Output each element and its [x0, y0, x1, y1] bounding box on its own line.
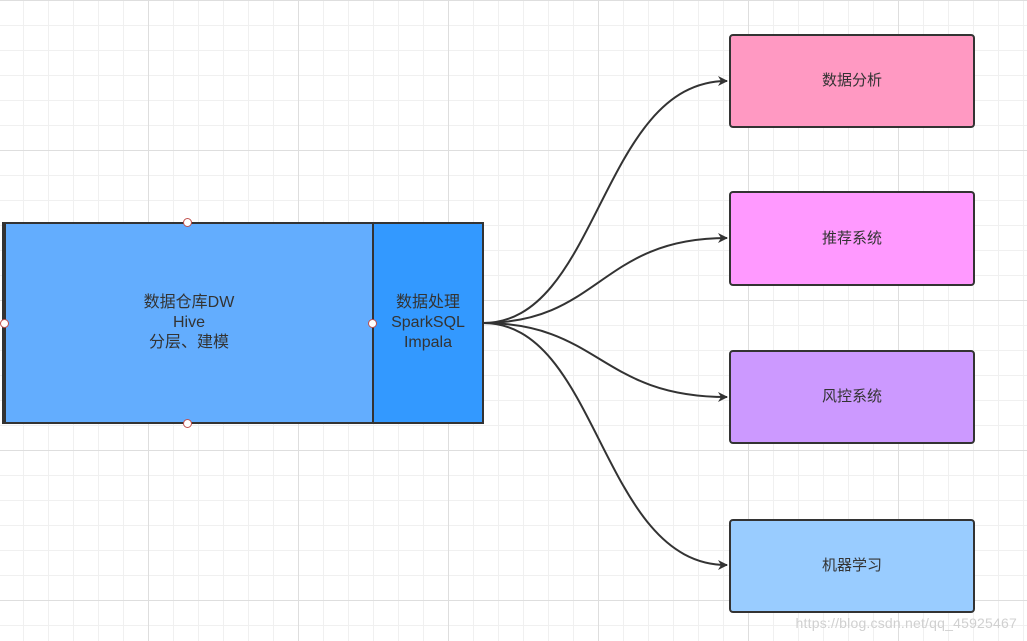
selection-handle-left[interactable] — [0, 319, 9, 328]
warehouse-line-3: 分层、建模 — [148, 334, 229, 351]
connector-to-machine-learning — [482, 322, 728, 570]
machine-learning-label: 机器学习 — [821, 557, 882, 574]
warehouse-line-2: Hive — [172, 314, 205, 331]
risk-control-system-label: 风控系统 — [821, 388, 882, 405]
data-processing-node[interactable]: 数据处理 SparkSQL Impala — [372, 222, 484, 424]
data-analysis-node[interactable]: 数据分析 — [729, 34, 975, 128]
data-analysis-label: 数据分析 — [821, 72, 882, 89]
connector-to-risk-control — [482, 322, 728, 402]
data-warehouse-node[interactable]: 数据仓库DW Hive 分层、建模 — [4, 222, 374, 424]
recommendation-system-node[interactable]: 推荐系统 — [729, 191, 975, 286]
processing-line-3: Impala — [403, 334, 453, 351]
connector-to-recommendation — [482, 233, 728, 324]
watermark-text: https://blog.csdn.net/qq_45925467 — [795, 615, 1017, 631]
selection-handle-top[interactable] — [183, 218, 192, 227]
selection-handle-right[interactable] — [368, 319, 377, 328]
recommendation-system-label: 推荐系统 — [821, 229, 882, 247]
processing-line-1: 数据处理 — [395, 294, 460, 311]
machine-learning-node[interactable]: 机器学习 — [729, 519, 975, 613]
warehouse-line-1: 数据仓库DW — [143, 294, 235, 311]
connector-to-data-analysis — [482, 76, 728, 324]
selection-handle-bottom[interactable] — [183, 419, 192, 428]
risk-control-system-node[interactable]: 风控系统 — [729, 350, 975, 444]
processing-line-2: SparkSQL — [391, 314, 465, 331]
